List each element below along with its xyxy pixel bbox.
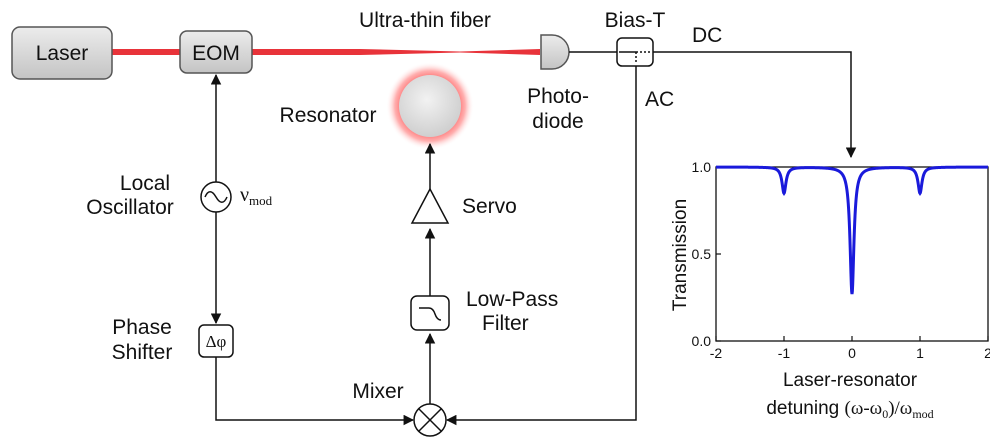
servo-label: Servo bbox=[462, 195, 517, 218]
x-axis-label-2: detuning (ω-ω0)/ωmod bbox=[766, 398, 933, 421]
y-tick-label: 0.0 bbox=[692, 333, 712, 349]
y-tick-label: 1.0 bbox=[692, 159, 712, 175]
bias-t bbox=[616, 37, 654, 67]
laser-label: Laser bbox=[36, 42, 89, 65]
x-axis-label-1: Laser-resonator bbox=[783, 370, 918, 391]
ac-label: AC bbox=[645, 88, 674, 111]
laser-beam bbox=[110, 49, 540, 55]
lo-label-1: Local bbox=[120, 172, 170, 195]
phase-label-2: Shifter bbox=[112, 341, 173, 364]
photodiode bbox=[540, 34, 570, 70]
resonator bbox=[386, 62, 474, 150]
lo-label-2: Oscillator bbox=[86, 196, 174, 219]
fiber-label: Ultra-thin fiber bbox=[359, 9, 491, 32]
sine-icon bbox=[204, 191, 228, 203]
photodiode-label-2: diode bbox=[532, 110, 583, 133]
laser-box: Laser bbox=[11, 26, 113, 80]
low-pass-filter bbox=[410, 295, 450, 331]
resonator-label: Resonator bbox=[280, 104, 377, 127]
transmission-curve bbox=[716, 165, 988, 295]
transmission-chart: -2 -1 0 1 2 0.0 0.5 1.0 Transmission Laser-reso… bbox=[670, 159, 990, 421]
phase-shifter: Δφ bbox=[198, 324, 234, 358]
local-oscillator bbox=[200, 181, 232, 213]
dc-label: DC bbox=[692, 24, 722, 47]
ac-wire bbox=[445, 66, 637, 426]
eom-label: EOM bbox=[192, 42, 240, 65]
mixer-label: Mixer bbox=[352, 380, 403, 403]
servo bbox=[410, 187, 450, 224]
plot-frame bbox=[715, 166, 989, 342]
lp-label-1: Low-Pass bbox=[466, 288, 558, 311]
x-tick-label: 1 bbox=[916, 345, 924, 361]
ps-wire bbox=[215, 357, 415, 426]
y-axis-label: Transmission bbox=[670, 199, 691, 311]
svg-text:Δφ: Δφ bbox=[206, 332, 227, 351]
eom-box: EOM bbox=[179, 30, 253, 74]
x-tick-label: 2 bbox=[984, 345, 990, 361]
dc-wire bbox=[653, 51, 857, 159]
x-tick-label: 0 bbox=[848, 345, 856, 361]
phase-label-1: Phase bbox=[112, 316, 172, 339]
lp-label-2: Filter bbox=[482, 312, 529, 335]
bias-t-label: Bias-T bbox=[605, 9, 666, 32]
photodiode-label-1: Photo- bbox=[527, 85, 589, 108]
y-tick-label: 0.5 bbox=[692, 246, 712, 262]
mixer bbox=[413, 403, 447, 437]
x-tick-label: -1 bbox=[778, 345, 791, 361]
x-tick-label: -2 bbox=[710, 345, 723, 361]
nu-mod-label: νmod bbox=[240, 184, 273, 208]
